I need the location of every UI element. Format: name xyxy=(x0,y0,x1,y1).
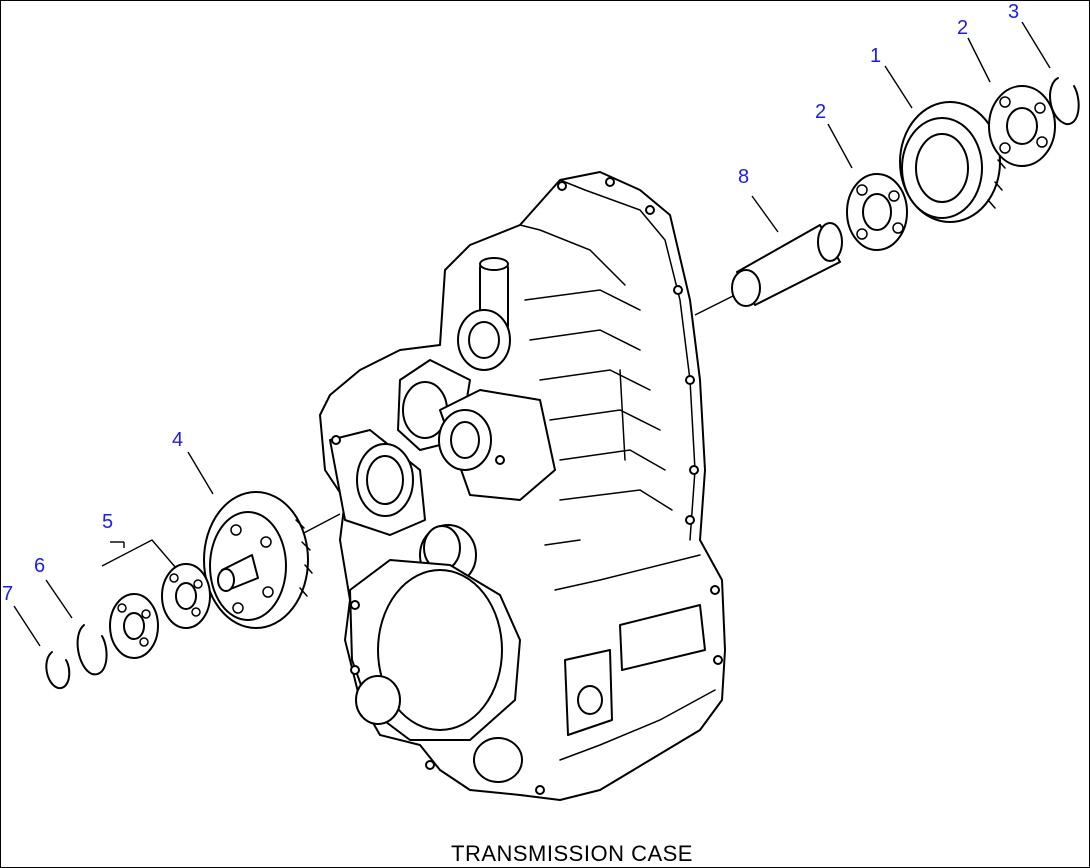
leader-lines xyxy=(13,21,1051,647)
callout-1: 1 xyxy=(870,45,881,67)
gear-axis-line xyxy=(299,513,341,536)
callout-6: 6 xyxy=(34,555,45,577)
bearing-2-outer[interactable] xyxy=(988,85,1056,167)
callout-8: 8 xyxy=(738,166,749,188)
snap-ring-6[interactable] xyxy=(76,624,108,676)
bearing-5-outer[interactable] xyxy=(109,593,159,659)
snap-ring-3[interactable] xyxy=(1049,77,1080,126)
callout-5: 5 xyxy=(102,511,113,533)
callout-7: 7 xyxy=(2,583,13,605)
transmission-case[interactable] xyxy=(319,171,726,801)
bearing-5-inner[interactable] xyxy=(161,563,211,629)
gear-1[interactable] xyxy=(899,101,1006,223)
callout-4: 4 xyxy=(172,429,183,451)
callouts: 1 2 3 2 8 4 5 6 7 xyxy=(2,1,1019,605)
bearing-2-inner[interactable] xyxy=(846,173,908,251)
callout-2-outer: 2 xyxy=(957,17,968,39)
callout-3: 3 xyxy=(1008,1,1019,23)
callout-2-inner: 2 xyxy=(815,101,826,123)
diagram-caption: TRANSMISSION CASE xyxy=(451,841,693,866)
snap-ring-7[interactable] xyxy=(45,651,71,690)
shaft-8[interactable] xyxy=(731,222,843,307)
gear-4[interactable] xyxy=(203,491,313,629)
